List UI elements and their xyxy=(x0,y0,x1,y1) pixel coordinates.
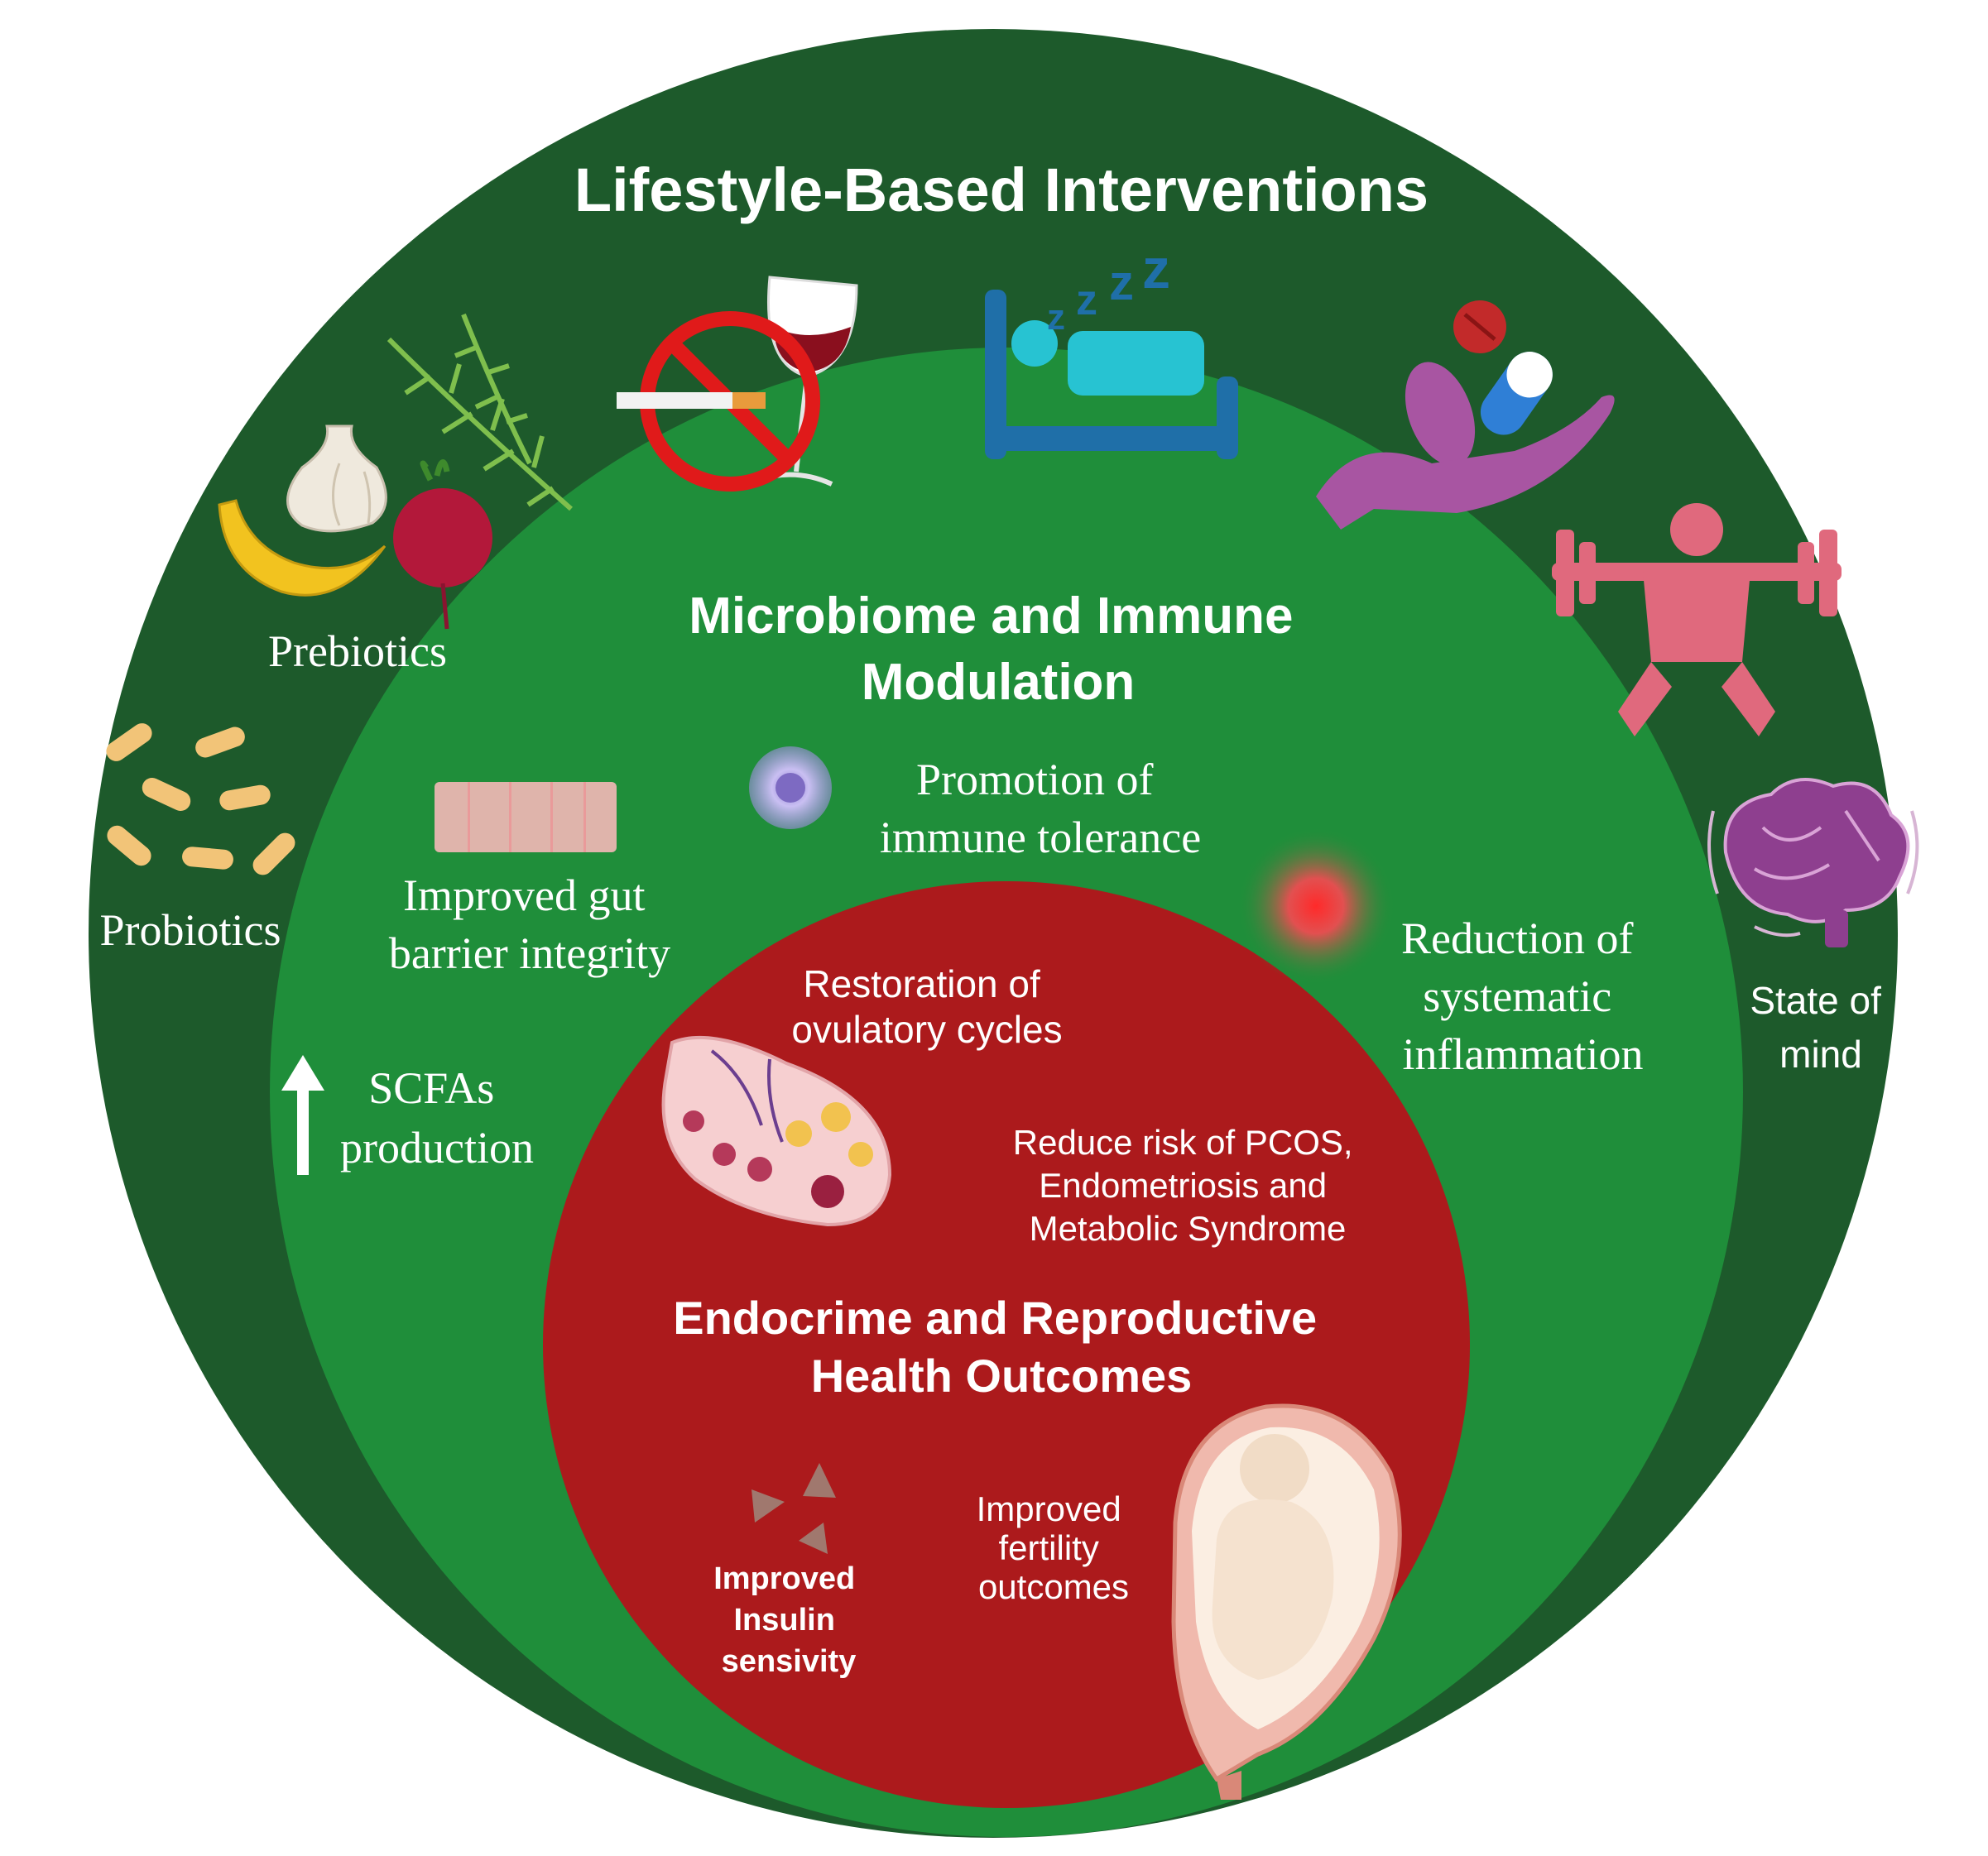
ovulatory-label: Restoration of ovulatory cycles xyxy=(791,962,1062,1051)
gut-barrier-label: Improved gut barrier integrity xyxy=(389,870,670,978)
exercise-icon xyxy=(1552,503,1842,736)
beetroot-icon xyxy=(393,459,492,630)
insulin-label: Improved Insulin sensivity xyxy=(713,1561,864,1679)
immune-tolerance-label: Promotion of immune tolerance xyxy=(880,755,1201,862)
outer-title: Lifestyle-Based Interventions xyxy=(574,156,1429,224)
probiotic-bacteria-icon xyxy=(106,723,295,875)
brain-icon xyxy=(1707,778,1919,947)
pregnancy-icon xyxy=(1171,1403,1402,1800)
state-of-mind-label: State of mind xyxy=(1750,979,1891,1076)
banana-icon xyxy=(218,499,387,597)
scfa-label: SCFAs production xyxy=(340,1063,534,1173)
inflammation-label: Reduction of systematic inflammation xyxy=(1401,914,1645,1079)
risk-label: Reduce risk of PCOS, Endometriosis and M… xyxy=(1013,1123,1362,1248)
rosemary-icon xyxy=(387,313,573,511)
increase-arrow-icon xyxy=(281,1055,324,1175)
svg-text:z: z xyxy=(1076,276,1097,324)
fertility-label: Improved fertility outcomes xyxy=(977,1489,1131,1606)
svg-text:z: z xyxy=(1047,297,1065,338)
insulin-icon xyxy=(752,1463,836,1554)
inner-title: Endocrime and Reproductive Health Outcom… xyxy=(673,1292,1330,1402)
no-smoking-no-alcohol-icon xyxy=(617,276,858,492)
svg-text:z: z xyxy=(1142,237,1170,300)
ovary-icon xyxy=(661,1035,892,1227)
prebiotics-label: Prebiotics xyxy=(268,626,447,676)
svg-text:z: z xyxy=(1109,255,1134,310)
probiotics-label: Probiotics xyxy=(99,905,281,955)
garlic-icon xyxy=(286,424,387,533)
middle-title: Microbiome and Immune Modulation xyxy=(689,587,1308,711)
inflammation-icon xyxy=(1237,827,1395,985)
immune-cell-icon xyxy=(749,746,832,829)
sleep-bed-icon: z z z z xyxy=(985,237,1238,459)
gut-barrier-icon xyxy=(435,782,617,852)
supplements-hand-icon xyxy=(1316,300,1615,530)
